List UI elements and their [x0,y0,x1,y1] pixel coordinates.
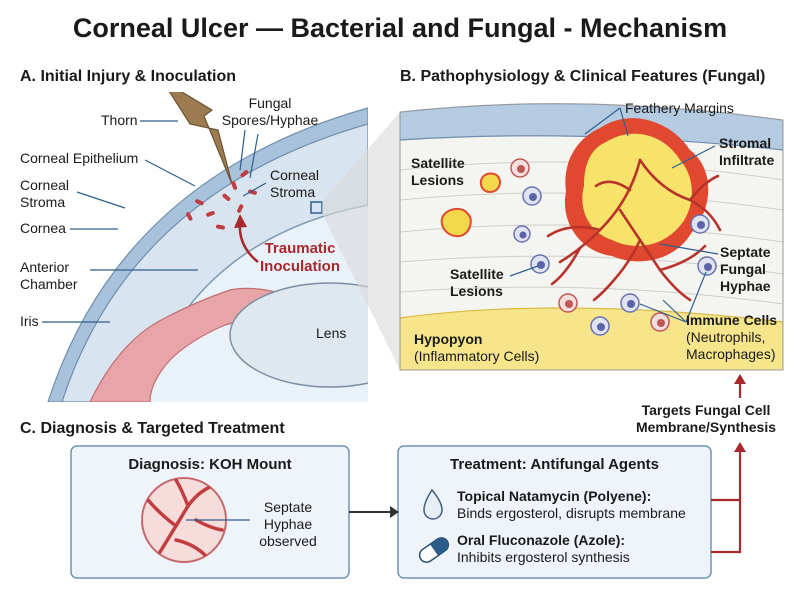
label-hypopyon-1: Hypopyon [414,331,483,347]
fluconazole-desc: Inhibits ergosterol synthesis [457,549,630,565]
hypopyon [400,307,783,371]
label-traumatic-1: Traumatic [264,240,336,257]
label-cornea: Cornea [20,220,66,236]
fungal-spores [186,170,257,230]
label-satellite-mid-2: Lesions [450,283,503,299]
natamycin-name: Topical Natamycin (Polyene): [457,488,652,504]
label-fungal-spores-1: Fungal [248,95,292,111]
fluconazole-name: Oral Fluconazole (Azole): [457,532,626,548]
label-anterior-chamber-2: Chamber [20,276,78,292]
label-lens: Lens [316,325,347,341]
label-fungal-spores-2: Spores/Hyphae [221,112,319,128]
label-hypopyon-2: (Inflammatory Cells) [414,348,540,364]
label-septate-obs-2: Hyphae [263,516,313,532]
label-corneal-epithelium: Corneal Epithelium [20,150,139,166]
immune-cells [510,158,717,336]
label-septate-3: Hyphae [720,278,771,294]
panel-a-leaders [42,120,267,323]
label-satellite-top-1: Satellite [411,155,465,171]
page-title: Corneal Ulcer — Bacterial and Fungal - M… [72,13,728,43]
satellite-lesions [440,172,501,238]
panel-a-illustration [0,92,368,402]
label-immune-3: Macrophages) [686,346,776,362]
label-corneal-stroma-left-2: Stroma [20,194,66,210]
panel-b-heading: B. Pathophysiology & Clinical Features (… [400,68,766,85]
diagnosis-title: Diagnosis: KOH Mount [128,456,292,473]
label-satellite-mid-1: Satellite [450,266,504,282]
label-immune-1: Immune Cells [686,312,778,328]
label-immune-2: (Neutrophils, [686,329,766,345]
label-targets-1: Targets Fungal Cell [641,402,771,418]
label-septate-obs-3: observed [259,533,317,549]
lens [229,282,368,388]
label-septate-obs-1: Septate [263,499,313,515]
label-thorn: Thorn [101,112,138,128]
eye-drop-icon [423,488,443,520]
label-traumatic-2: Inoculation [260,258,340,275]
label-corneal-stroma-right-2: Stroma [270,184,316,200]
septate-hyphae [546,158,722,302]
label-feathery-margins: Feathery Margins [625,100,734,116]
label-corneal-stroma-left-1: Corneal [20,177,70,193]
label-septate-1: Septate [720,244,771,260]
targets-feedback-arrows [711,382,742,554]
natamycin-desc: Binds ergosterol, disrupts membrane [457,505,686,521]
label-corneal-stroma-right-1: Corneal [270,167,320,183]
treatment-title: Treatment: Antifungal Agents [450,456,659,473]
label-stromal-2: Infiltrate [719,152,775,168]
capsule-icon [418,537,450,563]
label-septate-2: Fungal [720,261,766,277]
label-stromal-1: Stromal [719,135,772,151]
panel-b-illustration [399,103,784,371]
panel-c-diagram [70,374,746,579]
label-satellite-top-2: Lesions [411,172,464,188]
label-iris: Iris [20,313,39,329]
panel-a-heading: A. Initial Injury & Inoculation [20,68,237,85]
panel-c-heading: C. Diagnosis & Targeted Treatment [20,420,285,437]
label-targets-2: Membrane/Synthesis [635,419,777,435]
zoom-connector [322,112,400,370]
label-anterior-chamber-1: Anterior [20,259,70,275]
